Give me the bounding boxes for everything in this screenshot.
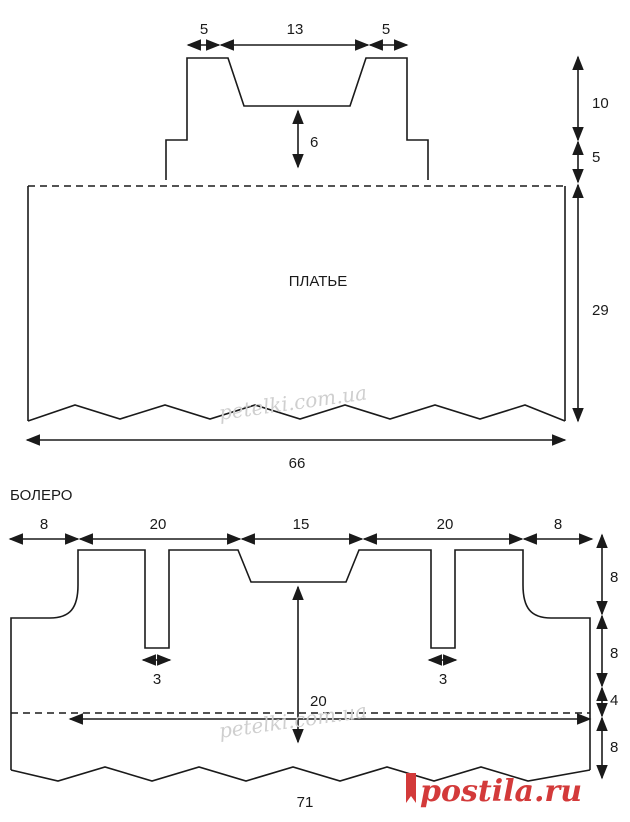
dim-label-slot-left: 3 (153, 671, 161, 688)
bolero-outline (10, 549, 591, 770)
dim-label-neck-depth: 6 (310, 134, 318, 151)
dim-label-r3: 4 (610, 692, 618, 709)
dress-pattern: 5 13 5 6 10 5 29 66 ПЛАТЬЕ (25, 21, 609, 472)
logo-text: postila.ru (420, 774, 582, 809)
dim-label-r2: 8 (610, 645, 618, 662)
dim-label-left-8: 8 (40, 516, 48, 533)
logo-ribbon-notch (406, 796, 416, 803)
dim-label-r1: 8 (610, 569, 618, 586)
dim-label-height-mid: 5 (592, 149, 600, 166)
dim-label-width: 66 (289, 455, 306, 472)
dim-label-slot-right: 3 (439, 671, 447, 688)
dress-zigzag-hem (27, 404, 566, 422)
bolero-pattern: 8 20 15 20 8 3 3 20 8 8 4 8 71 (8, 516, 618, 811)
dim-label-right-8: 8 (554, 516, 562, 533)
dim-label-r4: 8 (610, 739, 618, 756)
bolero-title: БОЛЕРО (10, 487, 72, 504)
dim-label-right-20: 20 (437, 516, 454, 533)
postila-logo: postila.ru (406, 773, 582, 809)
dim-label-shoulder-left: 5 (200, 21, 208, 38)
dim-label-left-20: 20 (150, 516, 167, 533)
dim-label-bolero-width: 71 (297, 794, 314, 811)
watermark-text: petelki.com.ua (217, 698, 368, 743)
dress-yoke-outline (165, 57, 429, 180)
dim-label-center-20: 20 (310, 693, 327, 710)
dress-title: ПЛАТЬЕ (289, 273, 347, 290)
dim-label-height-body: 29 (592, 302, 609, 319)
watermark-text: petelki.com.ua (217, 380, 368, 425)
dim-label-neck-width: 13 (287, 21, 304, 38)
bolero-zigzag-hem (10, 766, 591, 782)
dim-label-height-top: 10 (592, 95, 609, 112)
dim-label-center-15: 15 (293, 516, 310, 533)
logo-ribbon-icon (406, 773, 416, 803)
dim-label-shoulder-right: 5 (382, 21, 390, 38)
